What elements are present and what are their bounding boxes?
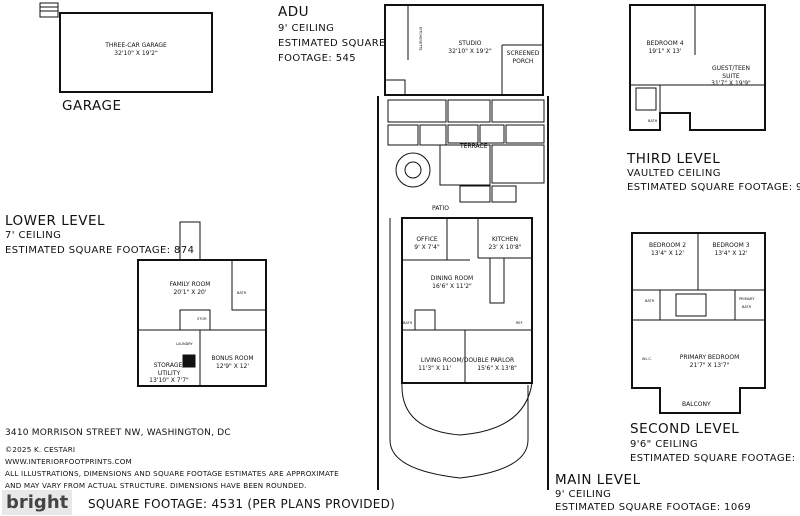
third-title: THIRD LEVEL (627, 151, 721, 167)
adu-terrace-label: TERRACE (460, 143, 488, 150)
main-dining-name: DINING ROOM (430, 275, 474, 282)
garage-room-name: THREE-CAR GARAGE (105, 42, 167, 49)
second-ceiling: 9'6" CEILING (630, 439, 699, 450)
adu-title: ADU (278, 4, 310, 20)
address: 3410 MORRISON STREET NW, WASHINGTON, DC (5, 428, 231, 438)
lower-sqft: ESTIMATED SQUARE FOOTAGE: 874 (5, 245, 195, 256)
second-balcony-label: BALCONY (682, 401, 711, 408)
copyright: ©2025 K. CESTARI (5, 445, 76, 454)
second-primary-label: PRIMARY BEDROOM 21'7" X 13'7" (672, 354, 747, 369)
main-living-label: LIVING ROOM/DOUBLE PARLOR 11'3" X 11' 15… (405, 357, 530, 372)
garage-title: GARAGE (62, 98, 122, 114)
main-office-dims: 9' X 7'4" (414, 243, 440, 251)
adu-sqft-line1: ESTIMATED SQUARE (278, 38, 386, 49)
adu-studio-name: STUDIO (458, 40, 482, 47)
second-bath-label: BATH (645, 299, 655, 303)
garage-room-label: THREE-CAR GARAGE 32'10" X 19'2" (60, 42, 212, 57)
second-primary-bath-line1: PRIMARY (739, 297, 755, 301)
main-sqft: ESTIMATED SQUARE FOOTAGE: 1069 (555, 502, 752, 513)
second-sqft: ESTIMATED SQUARE FOOTAGE: 1116 (630, 453, 800, 464)
main-level-outline (401, 217, 533, 384)
adu-outline (384, 4, 544, 96)
third-suite-label: GUEST/TEEN SUITE 31'7" X 19'9" (698, 65, 764, 88)
main-bath-label: BATH (403, 321, 413, 325)
adu-studio-dims: 32'10" X 19'2" (448, 47, 492, 55)
disclaimer-line1: ALL ILLUSTRATIONS, DIMENSIONS AND SQUARE… (5, 469, 339, 478)
third-suite-line2: SUITE (722, 72, 740, 80)
third-bed4-name: BEDROOM 4 (646, 40, 684, 47)
lower-family-label: FAMILY ROOM 20'1" X 20' (160, 281, 220, 296)
third-bath-label: BATH (648, 119, 658, 123)
lower-storage-line2: UTILITY (157, 369, 181, 377)
main-kitchen-dims: 23' X 10'8" (488, 243, 522, 251)
adu-porch-line2: PORCH (512, 57, 534, 65)
main-living-dims-a: 11'3" X 11' (418, 364, 452, 372)
lower-bonus-name: BONUS ROOM (211, 355, 254, 362)
lower-storage-line1: STORAGE/ (153, 362, 185, 369)
main-ref-label: REF (516, 321, 523, 325)
main-title: MAIN LEVEL (555, 472, 641, 488)
third-bed4-label: BEDROOM 4 19'1" X 13' (635, 40, 695, 55)
lower-family-dims: 20'1" X 20' (173, 288, 207, 296)
adu-sqft-line2: FOOTAGE: 545 (278, 53, 356, 64)
second-bed2-label: BEDROOM 2 13'4" X 12' (640, 242, 695, 257)
second-level-outline (631, 232, 766, 414)
second-title: SECOND LEVEL (630, 421, 740, 437)
second-wic-label: W.I.C. (642, 357, 652, 361)
lower-stor-label: STOR (197, 317, 207, 321)
second-primary-dims: 21'7" X 13'7" (689, 361, 730, 369)
main-office-label: OFFICE 9' X 7'4" (408, 236, 446, 251)
total-sqft: SQUARE FOOTAGE: 4531 (PER PLANS PROVIDED… (88, 497, 396, 511)
third-suite-line1: GUEST/TEEN (711, 65, 751, 72)
third-sqft: ESTIMATED SQUARE FOOTAGE: 927 (627, 182, 800, 193)
second-bed3-name: BEDROOM 3 (712, 242, 750, 249)
garage-room-dims: 32'10" X 19'2" (114, 49, 158, 57)
third-bed4-dims: 19'1" X 13' (648, 47, 682, 55)
second-primary-bath-line2: BATH (742, 304, 752, 309)
main-dining-label: DINING ROOM 16'6" X 11'2" (417, 275, 487, 290)
main-kitchen-name: KITCHEN (492, 236, 518, 243)
second-bed3-dims: 13'4" X 12' (714, 249, 748, 257)
second-primary-name: PRIMARY BEDROOM (679, 354, 740, 361)
adu-porch-line1: SCREENED (506, 50, 540, 57)
third-level-outline (629, 4, 766, 131)
second-primary-bath-label: PRIMARY BATH (739, 296, 754, 311)
main-living-name: LIVING ROOM/DOUBLE PARLOR (420, 357, 515, 364)
main-ceiling: 9' CEILING (555, 489, 612, 500)
third-suite-dims: 31'7" X 19'9" (711, 80, 751, 87)
disclaimer-line2: AND MAY VARY FROM ACTUAL STRUCTURE. DIME… (5, 481, 307, 490)
lower-bath-label: BATH (237, 291, 247, 295)
main-patio-label: PATIO (432, 205, 450, 212)
lower-level-outline (137, 259, 267, 387)
adu-kitchenette-label: KITCHENETTE (418, 26, 423, 51)
third-ceiling: VAULTED CEILING (627, 168, 721, 179)
yard-outline (377, 96, 549, 490)
lower-storage-label: STORAGE/ UTILITY 13'10" X 7'7" (140, 362, 198, 385)
lower-bonus-dims: 12'9" X 12' (215, 362, 250, 370)
lower-laundry-label: LAUNDRY (176, 342, 193, 346)
main-office-name: OFFICE (416, 236, 438, 243)
adu-studio-label: STUDIO 32'10" X 19'2" (440, 40, 500, 55)
lower-ceiling: 7' CEILING (5, 230, 62, 241)
main-kitchen-label: KITCHEN 23' X 10'8" (479, 236, 531, 251)
adu-ceiling: 9' CEILING (278, 23, 335, 34)
lower-storage-dims: 13'10" X 7'7" (149, 377, 189, 384)
second-bed2-dims: 13'4" X 12' (650, 249, 685, 257)
lower-family-name: FAMILY ROOM (169, 281, 211, 288)
adu-porch-label: SCREENED PORCH (503, 50, 543, 65)
garage-outline (59, 12, 213, 93)
website: WWW.INTERIORFOOTPRINTS.COM (5, 457, 132, 466)
main-dining-dims: 16'6" X 11'2" (432, 282, 472, 290)
watermark-logo: bright (2, 490, 73, 515)
second-bed3-label: BEDROOM 3 13'4" X 12' (702, 242, 760, 257)
lower-title: LOWER LEVEL (5, 213, 106, 229)
lower-bonus-label: BONUS ROOM 12'9" X 12' (205, 355, 260, 370)
second-bed2-name: BEDROOM 2 (648, 242, 687, 249)
main-living-dims-b: 15'6" X 13'8" (477, 364, 517, 372)
